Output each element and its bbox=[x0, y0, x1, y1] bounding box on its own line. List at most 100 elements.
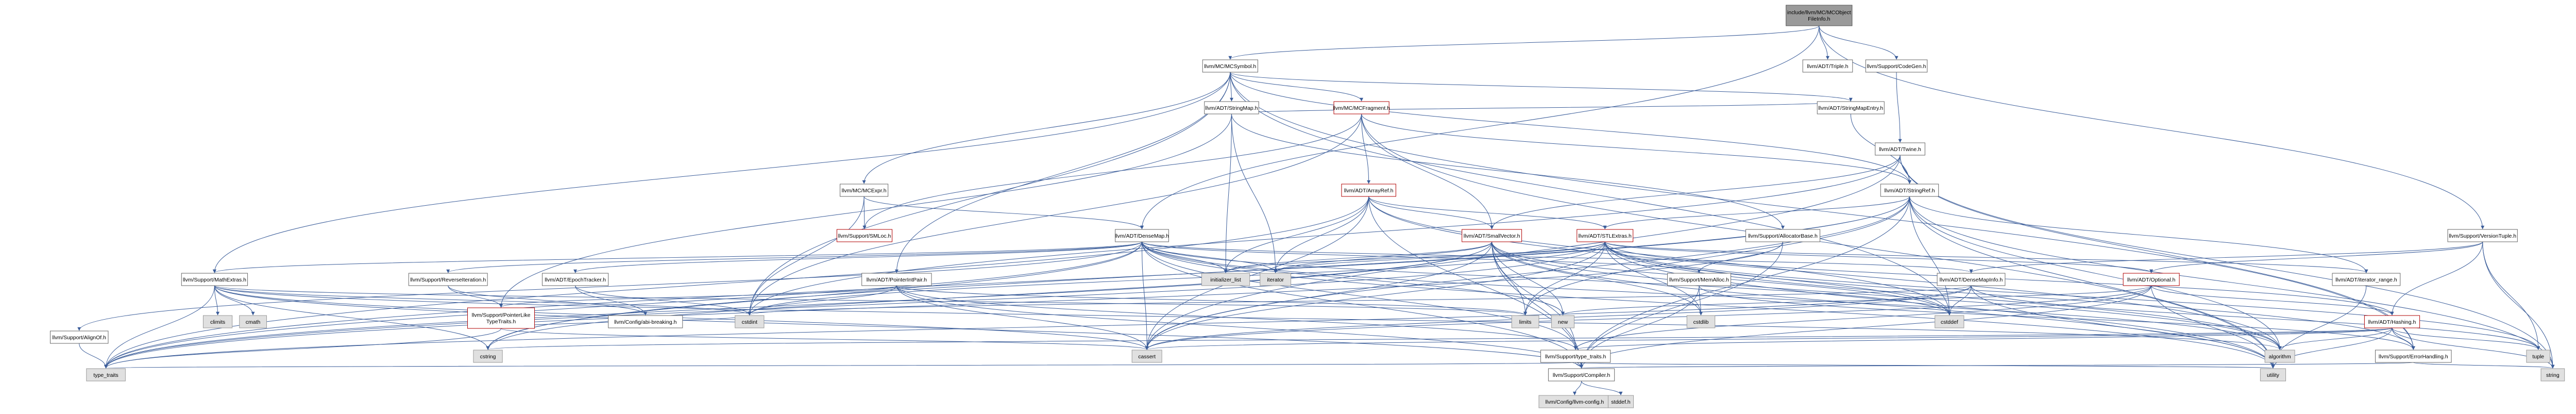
node-box-tuple bbox=[2526, 350, 2551, 363]
node-label-cmath: cmath bbox=[246, 319, 261, 325]
node-codegen[interactable]: llvm/Support/CodeGen.h bbox=[1865, 59, 1928, 73]
node-smloc[interactable]: llvm/Support/SMLoc.h bbox=[836, 229, 893, 242]
edge-smallvector-to-utility bbox=[1492, 241, 2275, 369]
edge-densemapinfo-to-cstdint bbox=[748, 285, 1972, 316]
node-mcexpr[interactable]: llvm/MC/MCExpr.h bbox=[840, 184, 889, 197]
node-errorhandling[interactable]: llvm/Support/ErrorHandling.h bbox=[2375, 350, 2452, 363]
node-stringref[interactable]: llvm/ADT/StringRef.h bbox=[1880, 184, 1939, 197]
node-cmath: cmath bbox=[239, 315, 267, 328]
edge-versiontuple-to-hashing bbox=[2390, 241, 2483, 316]
node-iterator_range[interactable]: llvm/ADT/iterator_range.h bbox=[2332, 273, 2401, 286]
node-pointerintpair[interactable]: llvm/ADT/PointerIntPair.h bbox=[861, 273, 932, 286]
node-optional[interactable]: llvm/ADT/Optional.h bbox=[2123, 273, 2180, 286]
edge-densemap-to-new bbox=[1142, 241, 1565, 316]
node-label-memalloc: llvm/Support/MemAlloc.h bbox=[1669, 277, 1729, 283]
edge-mcexpr-to-cstdint bbox=[748, 196, 865, 316]
node-mcsymbol[interactable]: llvm/MC/MCSymbol.h bbox=[1202, 59, 1258, 73]
node-box-pointerintpair bbox=[861, 273, 932, 286]
edge-mcsymbol-to-pointerintpair bbox=[894, 72, 1231, 273]
edge-arrayref-to-initializer_list bbox=[1224, 196, 1369, 273]
node-compiler[interactable]: llvm/Support/Compiler.h bbox=[1548, 368, 1615, 382]
node-abibreaking[interactable]: llvm/Config/abi-breaking.h bbox=[608, 315, 683, 328]
edge-smallvector-to-cassert bbox=[1145, 241, 1493, 350]
node-stddef: stddef.h bbox=[1607, 395, 1634, 408]
node-label-pointerintpair: llvm/ADT/PointerIntPair.h bbox=[867, 277, 927, 283]
edge-allocatorbase-to-memalloc bbox=[1697, 241, 1783, 273]
node-densemap[interactable]: llvm/ADT/DenseMap.h bbox=[1115, 229, 1169, 242]
edge-mcsymbol-to-mcexpr bbox=[862, 72, 1231, 184]
node-box-stddef bbox=[1607, 395, 1634, 408]
node-type_traits_h[interactable]: llvm/Support/type_traits.h bbox=[1540, 350, 1611, 363]
edge-compiler-to-stddef bbox=[1581, 380, 1623, 395]
edge-mcfragment-to-smallvector bbox=[1361, 113, 1494, 229]
node-label-twine: llvm/ADT/Twine.h bbox=[1879, 146, 1921, 153]
edge-twine-to-string bbox=[1900, 155, 2555, 369]
node-versiontuple[interactable]: llvm/Support/VersionTuple.h bbox=[2447, 229, 2518, 242]
node-box-errorhandling bbox=[2375, 350, 2452, 363]
edge-arrayref-to-iterator bbox=[1274, 196, 1369, 273]
edge-stlextras-to-cstdint bbox=[748, 241, 1605, 316]
edge-densemap-to-mathextras bbox=[213, 241, 1143, 273]
edge-reverseiteration-to-pointerliketypetraits bbox=[448, 285, 503, 308]
node-allocatorbase[interactable]: llvm/Support/AllocatorBase.h bbox=[1745, 229, 1821, 242]
edge-mathextras-to-type_traits bbox=[104, 285, 215, 369]
node-new: new bbox=[1551, 315, 1574, 328]
edge-stringmap-to-pointerliketypetraits bbox=[499, 113, 1232, 308]
node-label-cstddef: cstddef bbox=[1941, 319, 1958, 325]
edge-pointerliketypetraits-to-cassert bbox=[501, 328, 1149, 350]
node-triple[interactable]: llvm/ADT/Triple.h bbox=[1802, 59, 1853, 73]
node-stringmap[interactable]: llvm/ADT/StringMap.h bbox=[1204, 101, 1259, 114]
node-cstdint: cstdint bbox=[735, 315, 765, 328]
edge-epochtracker-to-cstdint bbox=[575, 285, 752, 316]
dependency-edges bbox=[77, 25, 2555, 395]
node-reverseiteration[interactable]: llvm/Support/ReverseIteration.h bbox=[408, 273, 488, 286]
edge-stlextras-to-initializer_list bbox=[1224, 241, 1605, 273]
edge-mathextras-to-cstring bbox=[214, 285, 490, 350]
edge-mcsymbol-to-stringmapentry bbox=[1230, 72, 1853, 102]
node-memalloc[interactable]: llvm/Support/MemAlloc.h bbox=[1667, 273, 1731, 286]
edge-mathextras-to-compiler bbox=[214, 285, 1583, 369]
edge-versiontuple-to-string bbox=[2482, 241, 2555, 369]
edge-allocatorbase-to-compiler bbox=[1580, 241, 1783, 369]
edge-densemap-to-initializer_list bbox=[1142, 241, 1228, 273]
edge-stlextras-to-cstddef bbox=[1604, 241, 1952, 316]
node-box-alignof bbox=[50, 330, 109, 344]
edge-pointerliketypetraits-to-type_traits bbox=[104, 328, 502, 369]
node-box-root bbox=[1786, 5, 1853, 26]
edge-stringref-to-utility bbox=[1909, 196, 2275, 369]
node-arrayref[interactable]: llvm/ADT/ArrayRef.h bbox=[1341, 184, 1396, 197]
node-box-hashing bbox=[2364, 315, 2420, 328]
edge-densemap-to-type_traits_h bbox=[1142, 241, 1578, 350]
edge-optional-to-hashing bbox=[2151, 285, 2394, 316]
edge-stringmap-to-initializer_list bbox=[1224, 113, 1232, 273]
node-epochtracker[interactable]: llvm/ADT/EpochTracker.h bbox=[541, 273, 609, 286]
edge-root-to-triple bbox=[1819, 25, 1829, 60]
edge-stringref-to-string bbox=[1909, 196, 2555, 369]
node-twine[interactable]: llvm/ADT/Twine.h bbox=[1875, 142, 1925, 156]
node-densemapinfo[interactable]: llvm/ADT/DenseMapInfo.h bbox=[1937, 273, 2006, 286]
node-mcfragment[interactable]: llvm/MC/MCFragment.h bbox=[1333, 101, 1390, 114]
edge-stringref-to-cstddef bbox=[1909, 196, 1952, 316]
node-box-compiler bbox=[1548, 368, 1615, 382]
node-box-triple bbox=[1802, 59, 1853, 73]
node-stlextras[interactable]: llvm/ADT/STLExtras.h bbox=[1577, 229, 1634, 242]
edge-mcfragment-to-arrayref bbox=[1361, 113, 1371, 184]
edge-arrayref-to-cstddef bbox=[1368, 196, 1952, 316]
edge-smallvector-to-type_traits_h bbox=[1492, 241, 1578, 350]
edge-mcsymbol-to-cstddef bbox=[1230, 72, 1952, 316]
edge-optional-to-compiler bbox=[1580, 285, 2152, 369]
node-hashing[interactable]: llvm/ADT/Hashing.h bbox=[2364, 315, 2420, 328]
node-mathextras[interactable]: llvm/Support/MathExtras.h bbox=[181, 273, 248, 286]
edge-densemap-to-alignof bbox=[77, 241, 1143, 331]
node-smallvector[interactable]: llvm/ADT/SmallVector.h bbox=[1462, 229, 1522, 242]
edge-optional-to-cassert bbox=[1145, 285, 2152, 350]
node-label-smloc: llvm/Support/SMLoc.h bbox=[838, 233, 891, 239]
edge-stlextras-to-limits bbox=[1523, 241, 1605, 316]
node-stringmapentry[interactable]: llvm/ADT/StringMapEntry.h bbox=[1817, 101, 1885, 114]
node-label-triple: llvm/ADT/Triple.h bbox=[1807, 63, 1848, 70]
node-alignof[interactable]: llvm/Support/AlignOf.h bbox=[50, 330, 109, 344]
node-cstddef: cstddef bbox=[1935, 315, 1964, 328]
